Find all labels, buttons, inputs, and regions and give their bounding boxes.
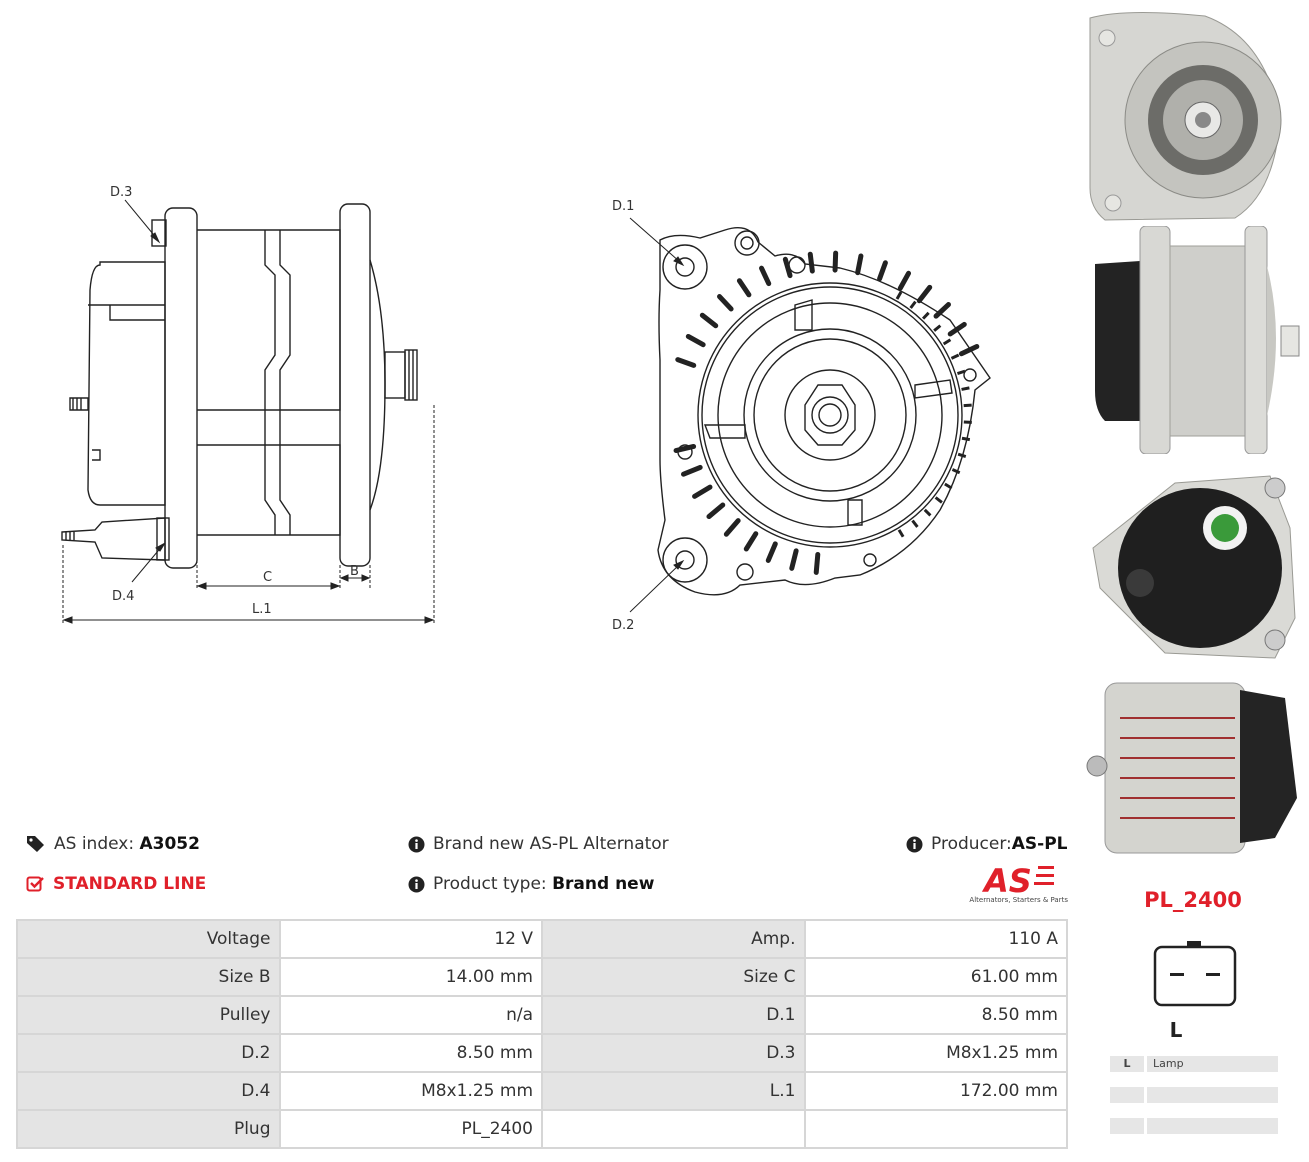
spec-value: 110 A bbox=[803, 919, 1068, 959]
spec-value: 172.00 mm bbox=[803, 1071, 1068, 1111]
pin-value bbox=[1147, 1118, 1278, 1134]
label-c: C bbox=[263, 570, 272, 585]
spec-key: Pulley bbox=[16, 995, 281, 1035]
spec-value: M8x1.25 mm bbox=[278, 1071, 543, 1111]
producer: Producer:AS-PL bbox=[906, 834, 1068, 854]
as-logo: AS Alternators, Starters & Parts bbox=[964, 862, 1068, 906]
spec-value: 8.50 mm bbox=[803, 995, 1068, 1035]
brand-text: Brand new AS-PL Alternator bbox=[433, 834, 669, 854]
spec-key: D.1 bbox=[541, 995, 806, 1035]
spec-value: n/a bbox=[278, 995, 543, 1035]
spec-key: Voltage bbox=[16, 919, 281, 959]
front-view-drawing: D.1 D.2 bbox=[612, 199, 991, 633]
spec-key: L.1 bbox=[541, 1071, 806, 1111]
product-line-label: STANDARD LINE bbox=[53, 874, 207, 894]
table-row: D.2 8.50 mm D.3 M8x1.25 mm bbox=[16, 1033, 1068, 1073]
label-d1: D.1 bbox=[612, 199, 634, 214]
pin-key bbox=[1110, 1118, 1144, 1134]
pin-key: L bbox=[1110, 1056, 1144, 1072]
plug-code: PL_2400 bbox=[1144, 888, 1242, 912]
as-logo-tagline: Alternators, Starters & Parts bbox=[969, 896, 1068, 904]
spec-value: 8.50 mm bbox=[278, 1033, 543, 1073]
label-d2: D.2 bbox=[612, 618, 634, 633]
plug-pin-label: L bbox=[1169, 1018, 1183, 1042]
info-circle-icon bbox=[906, 836, 923, 852]
pin-row bbox=[1110, 1118, 1278, 1134]
spec-table: Voltage 12 V Amp. 110 A Size B 14.00 mm … bbox=[16, 919, 1068, 1149]
as-index: AS index: A3052 bbox=[26, 834, 200, 854]
info-circle-icon bbox=[408, 876, 425, 892]
producer-value: AS-PL bbox=[1011, 834, 1068, 854]
label-l1: L.1 bbox=[252, 602, 272, 617]
check-square-icon bbox=[26, 876, 44, 892]
spec-empty bbox=[541, 1109, 806, 1149]
product-type-value: Brand new bbox=[552, 874, 655, 894]
spec-key: Size B bbox=[16, 957, 281, 997]
brand-info: Brand new AS-PL Alternator bbox=[408, 834, 669, 854]
table-row: Size B 14.00 mm Size C 61.00 mm bbox=[16, 957, 1068, 997]
product-photo-front bbox=[1085, 8, 1305, 226]
product-photo-side bbox=[1085, 226, 1305, 454]
table-row: Pulley n/a D.1 8.50 mm bbox=[16, 995, 1068, 1035]
product-photo-rear bbox=[1085, 468, 1305, 664]
spec-key: Plug bbox=[16, 1109, 281, 1149]
side-view-drawing: D.3 D.4 C B L.1 bbox=[61, 185, 435, 625]
label-d4: D.4 bbox=[112, 589, 134, 604]
product-photo-angle bbox=[1085, 678, 1305, 858]
pin-row: L Lamp bbox=[1110, 1056, 1278, 1072]
plug-connector-diagram bbox=[1153, 941, 1237, 1007]
pin-row bbox=[1110, 1087, 1278, 1103]
spec-key: D.4 bbox=[16, 1071, 281, 1111]
spec-key: Amp. bbox=[541, 919, 806, 959]
spec-value: 14.00 mm bbox=[278, 957, 543, 997]
label-b: B bbox=[350, 564, 359, 579]
as-index-value: A3052 bbox=[139, 834, 200, 854]
as-index-label: AS index: bbox=[54, 834, 135, 854]
producer-label: Producer: bbox=[931, 834, 1012, 854]
spec-value: 12 V bbox=[278, 919, 543, 959]
spec-value: M8x1.25 mm bbox=[803, 1033, 1068, 1073]
spec-key: D.2 bbox=[16, 1033, 281, 1073]
table-row: D.4 M8x1.25 mm L.1 172.00 mm bbox=[16, 1071, 1068, 1111]
label-d3: D.3 bbox=[110, 185, 132, 200]
spec-key: Size C bbox=[541, 957, 806, 997]
pin-key bbox=[1110, 1087, 1144, 1103]
product-line: STANDARD LINE bbox=[26, 874, 206, 894]
pin-value: Lamp bbox=[1147, 1056, 1278, 1072]
product-type: Product type: Brand new bbox=[408, 874, 654, 894]
spec-value: 61.00 mm bbox=[803, 957, 1068, 997]
pin-value bbox=[1147, 1087, 1278, 1103]
info-circle-icon bbox=[408, 836, 425, 852]
as-logo-text: AS bbox=[981, 862, 1032, 896]
product-type-label: Product type: bbox=[433, 874, 547, 894]
tag-icon bbox=[27, 836, 44, 852]
spec-key: D.3 bbox=[541, 1033, 806, 1073]
spec-empty bbox=[803, 1109, 1068, 1149]
spec-value: PL_2400 bbox=[278, 1109, 543, 1149]
table-row: Voltage 12 V Amp. 110 A bbox=[16, 919, 1068, 959]
table-row: Plug PL_2400 bbox=[16, 1109, 1068, 1149]
